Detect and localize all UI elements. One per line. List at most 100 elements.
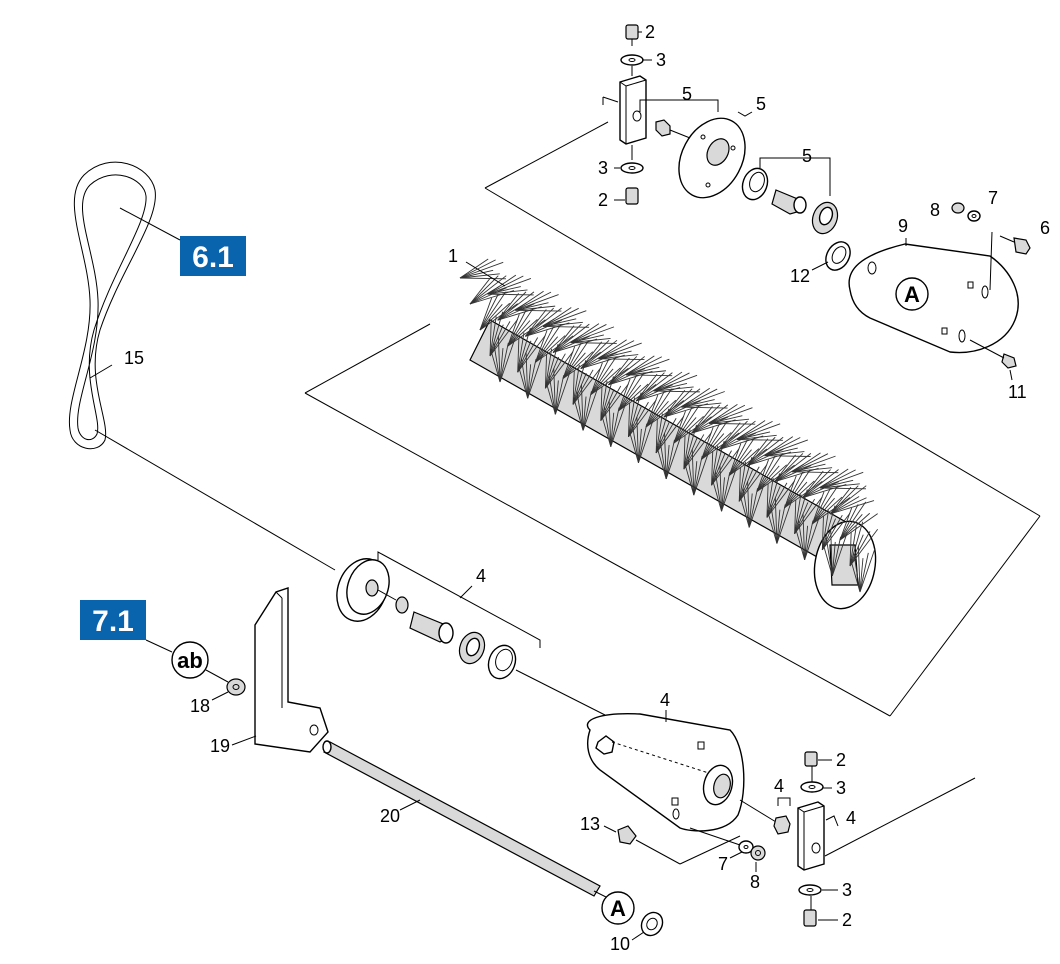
bristle	[691, 404, 729, 434]
bristle	[812, 496, 843, 525]
bristle	[570, 324, 607, 344]
bristle	[746, 438, 769, 466]
bristle	[736, 439, 783, 441]
bristle	[709, 422, 756, 425]
bristle	[784, 480, 823, 509]
bristle	[469, 275, 507, 305]
bristle	[489, 324, 504, 357]
bristle	[691, 449, 695, 496]
bristle	[849, 534, 864, 567]
bristle	[784, 469, 811, 508]
bristle	[663, 403, 708, 418]
bristle	[543, 321, 583, 327]
bristle	[645, 391, 665, 428]
bristle	[635, 384, 673, 402]
bristle	[469, 287, 507, 305]
bristle	[859, 558, 864, 593]
bristle	[487, 275, 524, 295]
upper-bearing-assembly	[602, 24, 851, 271]
bristle	[535, 335, 566, 363]
callout-5b: 5	[756, 94, 766, 114]
bristle	[784, 475, 797, 508]
bristle	[673, 415, 704, 444]
bristle	[562, 340, 590, 379]
callout-12: 12	[790, 266, 810, 286]
bristle	[683, 437, 698, 470]
bristle	[663, 388, 693, 418]
bristle	[693, 461, 698, 496]
bristle	[497, 306, 542, 321]
bristle	[681, 399, 715, 408]
bristle	[665, 439, 675, 480]
bristle	[548, 374, 556, 415]
bristle	[709, 404, 746, 424]
bristle	[831, 532, 848, 576]
bristle	[839, 514, 863, 541]
bristle	[711, 450, 732, 486]
bristle	[673, 407, 693, 444]
bristle	[497, 336, 501, 383]
bristle	[507, 320, 531, 347]
bristle	[459, 269, 494, 279]
bristle	[767, 510, 778, 544]
bristle	[580, 354, 625, 370]
callout-5a: 5	[682, 84, 692, 104]
bristle	[479, 303, 518, 331]
bristle	[684, 462, 695, 496]
bristle	[683, 435, 686, 470]
bristle	[711, 478, 722, 512]
bristle	[580, 341, 603, 369]
bristle	[525, 319, 563, 337]
bristle	[802, 483, 847, 499]
bristle	[626, 370, 666, 376]
bristle	[507, 310, 527, 347]
bristle	[600, 385, 622, 421]
bristle	[719, 435, 764, 450]
bristle	[673, 404, 700, 444]
bristle	[770, 503, 778, 544]
bristle	[701, 420, 728, 460]
bristle	[580, 351, 618, 370]
bristle	[515, 309, 562, 312]
bristle	[581, 384, 584, 431]
bristle	[829, 496, 860, 515]
bristle	[598, 358, 645, 361]
bristle	[493, 342, 501, 383]
bristle	[489, 322, 492, 357]
bristle	[497, 293, 519, 321]
bristle	[507, 319, 546, 347]
bristle	[776, 504, 786, 544]
bristle	[542, 310, 587, 327]
bristle	[681, 406, 728, 409]
callout-5c: 5	[802, 146, 812, 166]
bristle	[701, 432, 740, 460]
bristle	[600, 413, 612, 447]
bristle	[747, 481, 750, 528]
bristle	[756, 464, 787, 492]
callouts: 2 3 5 5 3 2 5 8 7 6 9 12 11 1 15 4 18 19…	[124, 22, 1050, 954]
svg-text:A: A	[610, 896, 626, 921]
bristle	[804, 525, 809, 560]
bristle	[525, 307, 562, 337]
ref-badge-7-1[interactable]: 7.1	[80, 600, 146, 640]
bristle	[721, 472, 731, 512]
bristle	[774, 454, 796, 482]
bristle	[748, 488, 758, 528]
ref-badge-6-1[interactable]: 6.1	[180, 236, 246, 276]
bristle	[687, 455, 695, 496]
bristle	[656, 446, 667, 480]
bristle	[857, 546, 861, 593]
right-end-plate: A	[848, 243, 1019, 354]
bristle	[525, 307, 554, 337]
bristle	[691, 406, 713, 434]
callout-15: 15	[124, 348, 144, 368]
bristle	[507, 307, 534, 347]
bristle	[742, 487, 750, 528]
bristle	[718, 420, 748, 450]
bristle	[582, 391, 592, 431]
bristle	[570, 323, 600, 343]
bristle	[625, 358, 670, 376]
bristle	[839, 513, 878, 541]
bristle	[831, 541, 836, 576]
bristle	[766, 482, 788, 518]
